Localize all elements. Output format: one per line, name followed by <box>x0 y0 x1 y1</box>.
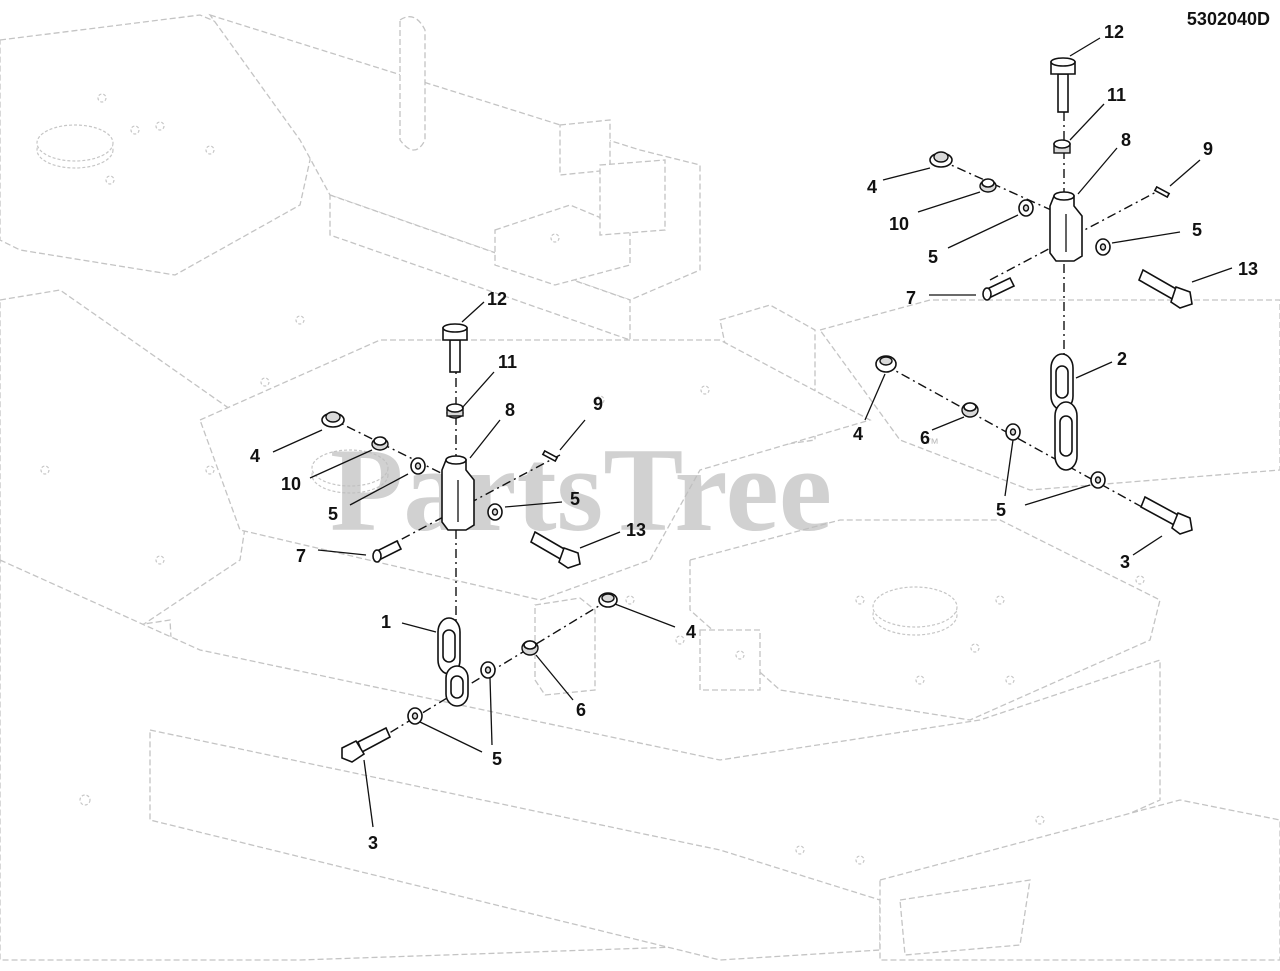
right-washer-5a <box>1018 199 1034 217</box>
right-hitch-assembly: 12 11 8 9 4 10 5 5 13 7 2 4 6 5 3 <box>853 22 1258 572</box>
left-washer-5c <box>480 661 496 679</box>
callout-right-5a: 5 <box>928 247 938 267</box>
right-chain-2 <box>1050 353 1078 471</box>
callout-right-4: 4 <box>867 177 877 197</box>
callout-right-5c: 5 <box>996 500 1006 520</box>
callout-right-6: 6 <box>920 428 930 448</box>
left-flange-nut-4b <box>598 592 618 608</box>
mower-deck-background <box>0 13 1280 961</box>
left-nut-11 <box>446 403 464 419</box>
left-flange-nut-4 <box>321 411 345 428</box>
callout-left-5c: 5 <box>492 749 502 769</box>
callout-right-13: 13 <box>1238 259 1258 279</box>
callout-right-3: 3 <box>1120 552 1130 572</box>
callout-left-11: 11 <box>498 352 517 372</box>
callout-right-11: 11 <box>1107 85 1126 105</box>
left-washer-5b <box>487 503 503 521</box>
right-bolt-13 <box>1137 268 1193 309</box>
right-bolt-12 <box>1050 57 1076 113</box>
right-flange-nut-4b <box>875 355 897 373</box>
right-washer-5b <box>1095 238 1111 256</box>
callout-left-5a: 5 <box>328 504 338 524</box>
deck-bolt-holes <box>40 93 1145 865</box>
right-washer-5d <box>1090 471 1106 489</box>
callout-left-3: 3 <box>368 833 378 853</box>
callout-left-4: 4 <box>250 446 260 466</box>
left-washer-5d <box>407 707 423 725</box>
right-bolt-3 <box>1139 495 1193 535</box>
right-washer-5c <box>1005 423 1021 441</box>
watermark-trademark: ™ <box>925 435 939 451</box>
left-nut-6 <box>521 640 539 656</box>
callout-left-4b: 4 <box>686 622 696 642</box>
callout-right-12: 12 <box>1104 22 1124 42</box>
callout-left-6: 6 <box>576 700 586 720</box>
callout-left-10: 10 <box>281 474 301 494</box>
left-hitch-assembly: 12 11 8 9 4 10 5 5 13 7 1 4 6 5 3 <box>250 289 696 853</box>
right-nut-10 <box>979 178 997 193</box>
callout-right-8: 8 <box>1121 130 1131 150</box>
left-nut-10 <box>371 436 389 451</box>
left-bolt-13 <box>530 530 581 569</box>
right-nut-6 <box>961 402 979 418</box>
right-clevis-pin-7 <box>982 276 1016 301</box>
left-clevis-8 <box>441 455 475 531</box>
callout-left-1: 1 <box>381 612 391 632</box>
left-chain-1 <box>437 617 469 707</box>
diagram-id: 5302040D <box>1187 9 1270 29</box>
right-nut-11 <box>1053 139 1071 154</box>
left-cotter-pin-9 <box>541 449 559 463</box>
callout-right-4b: 4 <box>853 424 863 444</box>
callout-right-5b: 5 <box>1192 220 1202 240</box>
callout-right-2: 2 <box>1117 349 1127 369</box>
callout-left-13: 13 <box>626 520 646 540</box>
callout-right-9: 9 <box>1203 139 1213 159</box>
right-flange-nut-4 <box>929 151 953 168</box>
right-clevis-8 <box>1049 191 1083 262</box>
callout-left-9: 9 <box>593 394 603 414</box>
right-cotter-pin-9 <box>1153 185 1171 199</box>
callout-right-10: 10 <box>889 214 909 234</box>
callout-left-5b: 5 <box>570 489 580 509</box>
callout-left-8: 8 <box>505 400 515 420</box>
left-bolt-3 <box>341 726 392 763</box>
watermark: PartsTree <box>330 423 832 556</box>
left-washer-5a <box>410 457 426 475</box>
callout-right-7: 7 <box>906 288 916 308</box>
callout-left-12: 12 <box>487 289 507 309</box>
callout-left-7: 7 <box>296 546 306 566</box>
left-clevis-pin-7 <box>372 539 403 563</box>
left-bolt-12 <box>442 323 468 373</box>
